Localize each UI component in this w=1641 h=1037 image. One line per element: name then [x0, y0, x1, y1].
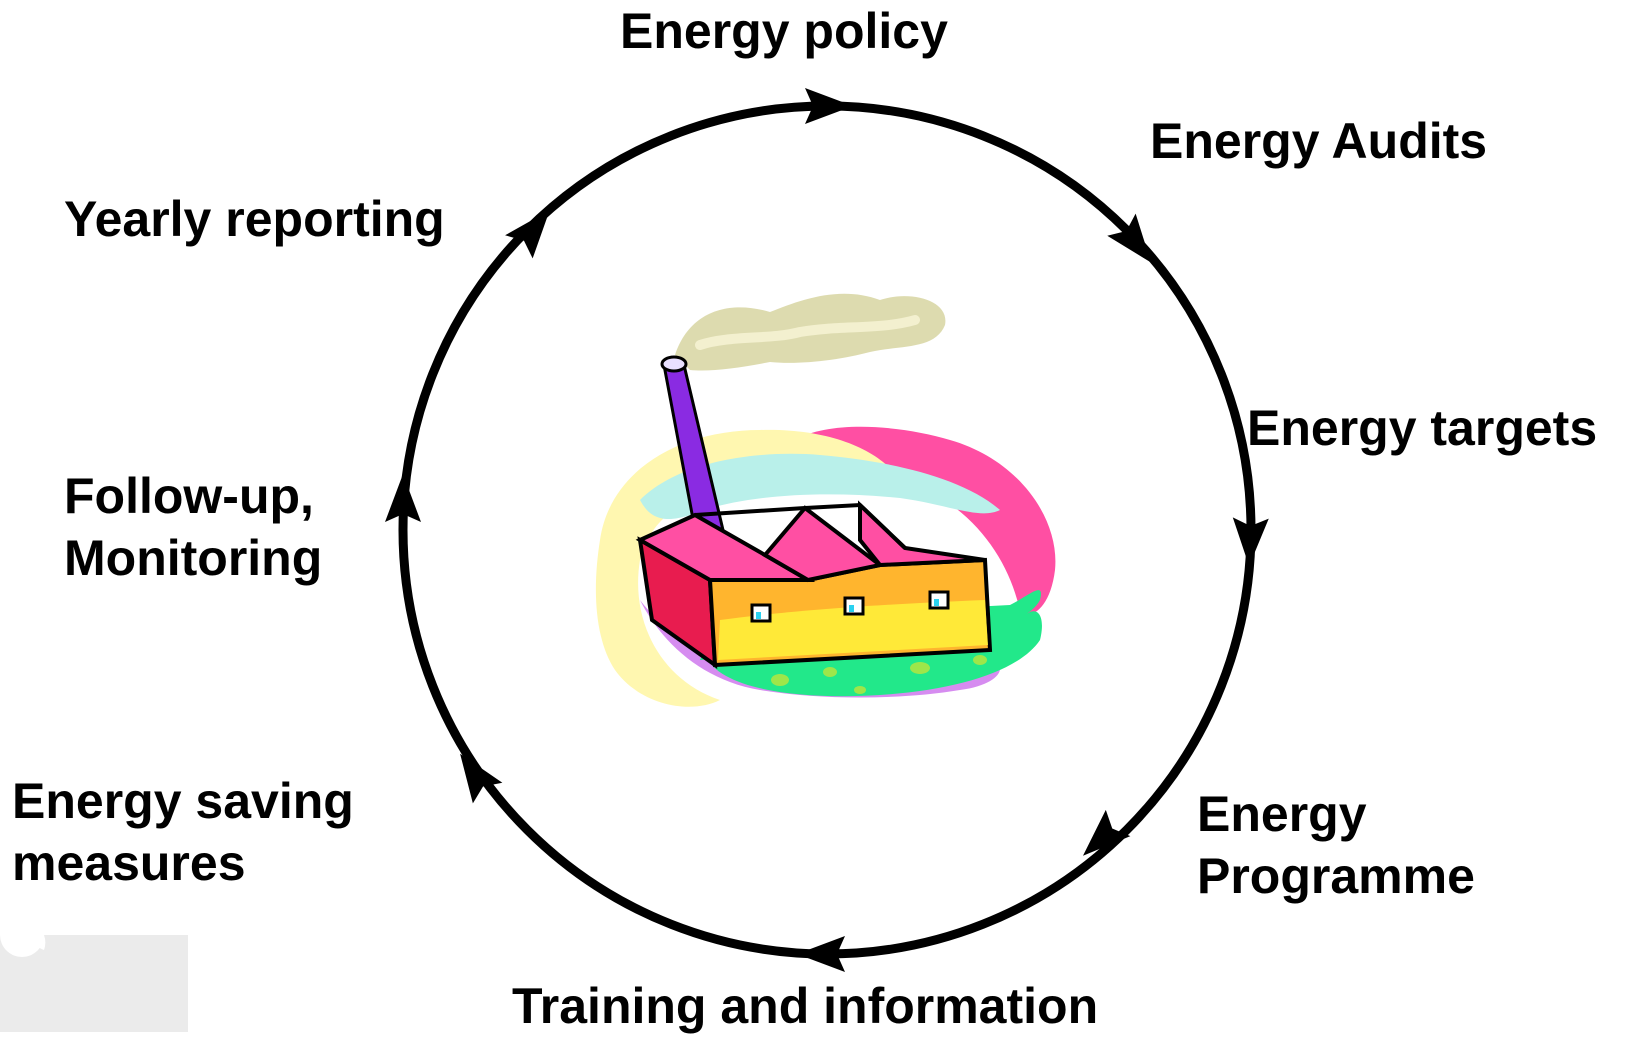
step-label-line: Energy policy — [620, 3, 948, 59]
step-label-energy-programme: Energy Programme — [1197, 783, 1475, 907]
corner-decoration — [0, 913, 188, 1032]
step-label-line: Energy Audits — [1150, 113, 1488, 169]
step-label-line: Energy — [1197, 786, 1367, 842]
cyan-blob — [640, 453, 1000, 520]
step-label-line: Yearly reporting — [64, 191, 445, 247]
step-label-line: Follow-up, — [64, 468, 314, 524]
step-label-follow-up-monitoring: Follow-up, Monitoring — [64, 465, 322, 589]
pink-blob — [795, 426, 1056, 615]
step-label-line: measures — [12, 835, 246, 891]
factory-icon — [595, 293, 1056, 707]
step-label-line: Programme — [1197, 848, 1475, 904]
arrow-head-bottom-left — [460, 753, 503, 804]
step-label-energy-targets: Energy targets — [1247, 397, 1597, 459]
step-label-line: Monitoring — [64, 530, 323, 586]
step-label-energy-saving-measures: Energy saving measures — [12, 770, 354, 894]
arrow-head-right — [1232, 517, 1269, 566]
arrow-head-top-left — [505, 210, 550, 259]
step-label-energy-audits: Energy Audits — [1150, 110, 1487, 172]
arrow-head-top-right — [1107, 213, 1152, 263]
step-label-yearly-reporting: Yearly reporting — [64, 188, 445, 250]
cycle-arrows — [385, 88, 1269, 972]
step-label-energy-policy: Energy policy — [620, 0, 948, 62]
step-label-training-and-information: Training and information — [512, 975, 1098, 1037]
step-label-line: Energy targets — [1247, 400, 1598, 456]
arrow-head-top — [805, 88, 853, 124]
arrow-head-bottom — [797, 936, 845, 972]
step-label-line: Training and information — [512, 978, 1099, 1034]
arrow-head-bottom-right — [1082, 809, 1131, 856]
step-label-line: Energy saving — [12, 773, 354, 829]
arrow-head-left — [385, 474, 421, 522]
